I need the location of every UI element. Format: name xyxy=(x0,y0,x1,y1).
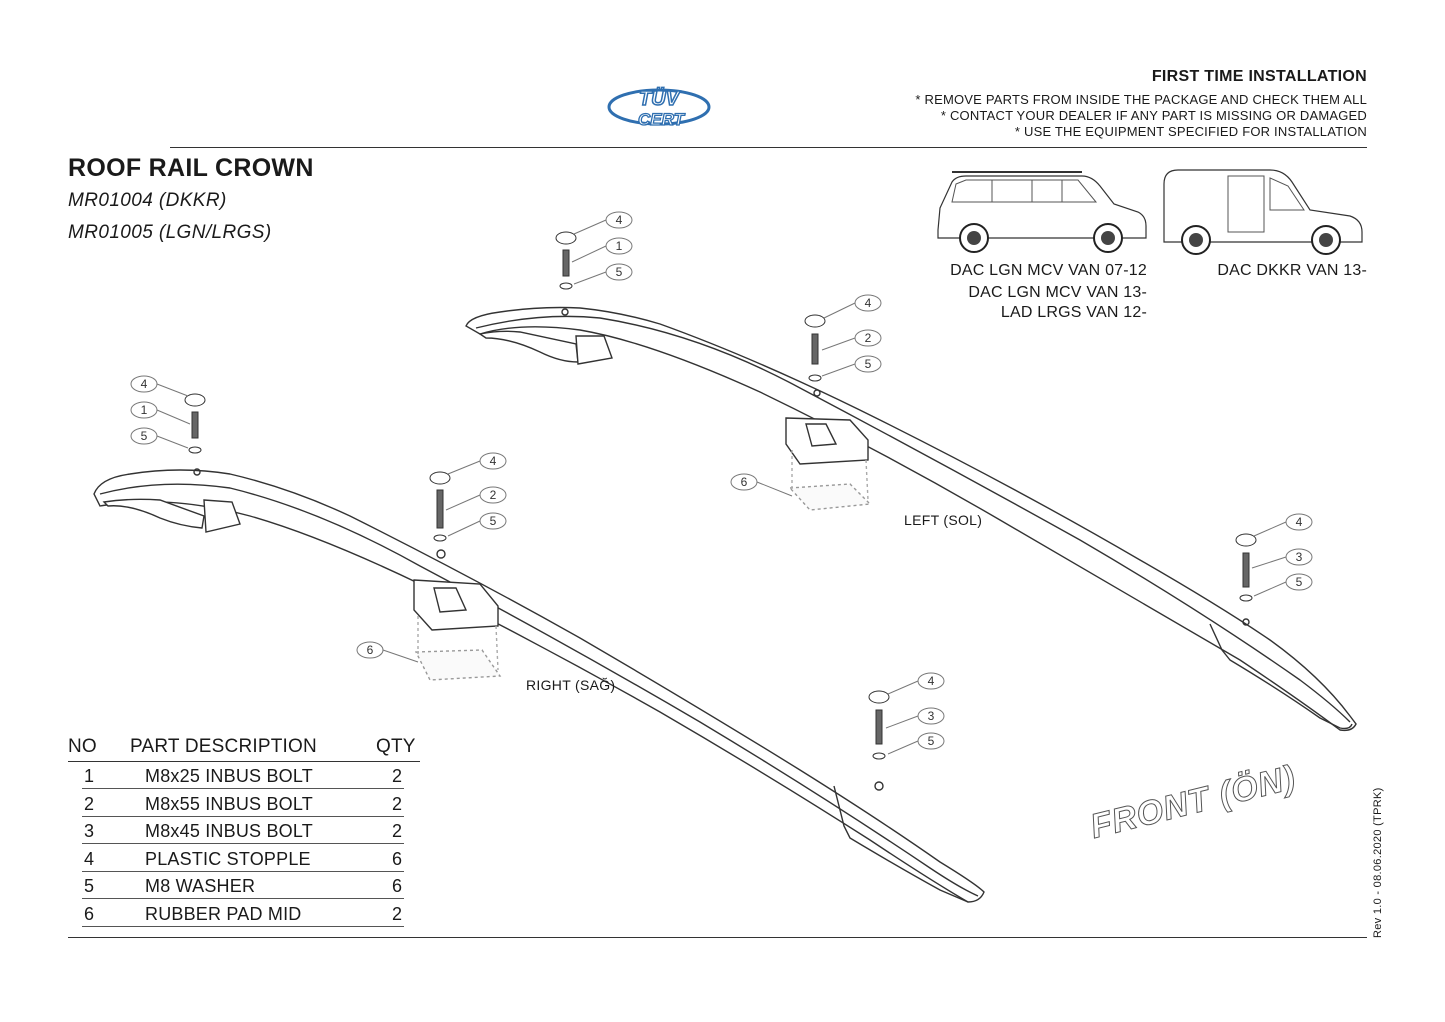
header-rule xyxy=(170,147,1367,148)
part-no: 1 xyxy=(84,766,95,786)
callout-lf-2: 1 xyxy=(616,239,623,253)
callout-lm-2: 2 xyxy=(865,331,872,345)
part-no: 6 xyxy=(84,904,95,924)
product-title: ROOF RAIL CROWN xyxy=(68,154,314,182)
fastener-right-front xyxy=(184,393,206,454)
callout-rm-2: 2 xyxy=(490,488,497,502)
part-description: RUBBER PAD MID xyxy=(145,904,302,924)
callout-rr-1: 4 xyxy=(928,674,935,688)
callout-lm-3: 5 xyxy=(865,357,872,371)
callout-numbers: 4 1 5 4 2 5 4 3 5 6 4 1 5 4 2 5 6 4 3 5 xyxy=(141,213,1303,748)
part-description: M8x45 INBUS BOLT xyxy=(145,821,313,842)
installation-note-3: * USE THE EQUIPMENT SPECIFIED FOR INSTAL… xyxy=(1014,124,1367,139)
part-no: 5 xyxy=(84,876,95,897)
table-row-rule xyxy=(82,815,404,817)
callout-rf-3: 5 xyxy=(141,429,148,443)
left-rail xyxy=(465,306,1357,732)
fastener-left-rear xyxy=(1235,533,1257,602)
part-qty: 6 xyxy=(392,876,403,897)
callout-lr-3: 5 xyxy=(1296,575,1303,589)
part-no: 4 xyxy=(84,848,95,869)
callout-lm-1: 4 xyxy=(865,296,872,310)
fastener-left-mid xyxy=(804,314,826,382)
parts-header-no: NO xyxy=(68,736,97,757)
table-row-rule xyxy=(82,870,404,872)
parts-header-rule xyxy=(68,761,420,762)
table-row-rule xyxy=(82,843,404,845)
logo-line1: TÜV xyxy=(639,87,681,110)
callout-rr-2: 3 xyxy=(928,709,935,723)
part-description: M8x55 INBUS BOLT xyxy=(145,793,313,814)
part-qty: 2 xyxy=(392,766,403,786)
right-side-label: RIGHT (SAĞ) xyxy=(526,677,616,693)
callouts xyxy=(130,211,1313,755)
fastener-left-front xyxy=(555,231,577,290)
fastener-right-mid xyxy=(429,471,451,542)
installation-note-1: * REMOVE PARTS FROM INSIDE THE PACKAGE A… xyxy=(915,92,1367,107)
callout-rr-3: 5 xyxy=(928,734,935,748)
parts-header-qty: QTY xyxy=(376,736,416,757)
part-qty: 2 xyxy=(392,793,403,814)
callout-lr-2: 3 xyxy=(1296,550,1303,564)
callout-rm-3: 5 xyxy=(490,514,497,528)
table-row-rule xyxy=(82,926,404,927)
installation-note-2: * CONTACT YOUR DEALER IF ANY PART IS MIS… xyxy=(940,108,1367,123)
parts-header-desc: PART DESCRIPTION xyxy=(130,736,317,757)
part-description: M8 WASHER xyxy=(145,876,256,897)
vehicle-lgn-illustration xyxy=(937,171,1147,253)
footer-rule xyxy=(68,937,1367,938)
callout-lf-1: 4 xyxy=(616,213,623,227)
table-row-rule xyxy=(82,898,404,900)
product-code-1: MR01004 (DKKR) xyxy=(68,190,227,211)
left-side-label: LEFT (SOL) xyxy=(904,512,983,528)
fastener-right-rear xyxy=(868,690,890,760)
part-description: M8x25 INBUS BOLT xyxy=(145,766,313,786)
callout-lf-3: 5 xyxy=(616,265,623,279)
callout-rf-1: 4 xyxy=(141,377,148,391)
callout-lr-1: 4 xyxy=(1296,515,1303,529)
callout-left-pad: 6 xyxy=(741,475,748,489)
installation-title: FIRST TIME INSTALLATION xyxy=(1151,68,1367,85)
part-description: PLASTIC STOPPLE xyxy=(145,848,311,869)
callout-rf-2: 1 xyxy=(141,403,148,417)
part-qty: 6 xyxy=(392,848,403,869)
tuv-cert-logo: TÜV CERT xyxy=(607,86,711,130)
right-rail xyxy=(93,468,985,903)
product-code-2: MR01005 (LGN/LRGS) xyxy=(68,222,272,243)
vehicle-dkkr-label: DAC DKKR VAN 13- xyxy=(1217,262,1367,279)
part-no: 3 xyxy=(84,821,95,842)
callout-right-pad: 6 xyxy=(367,643,374,657)
vehicle-lgn-line-2: DAC LGN MCV VAN 13- xyxy=(968,284,1147,301)
part-qty: 2 xyxy=(392,904,403,924)
callout-rm-1: 4 xyxy=(490,454,497,468)
vehicle-lrgs-line: LAD LRGS VAN 12- xyxy=(1000,304,1147,321)
vehicle-lgn-line-1: DAC LGN MCV VAN 07-12 xyxy=(950,262,1147,279)
part-no: 2 xyxy=(84,793,95,814)
table-row-rule xyxy=(82,788,404,789)
part-qty: 2 xyxy=(392,821,403,842)
revision-label: Rev 1.0 - 08.06.2020 (TPRK) xyxy=(1372,787,1384,938)
logo-line2: CERT xyxy=(638,110,686,129)
vehicle-dkkr-illustration xyxy=(1163,169,1363,255)
